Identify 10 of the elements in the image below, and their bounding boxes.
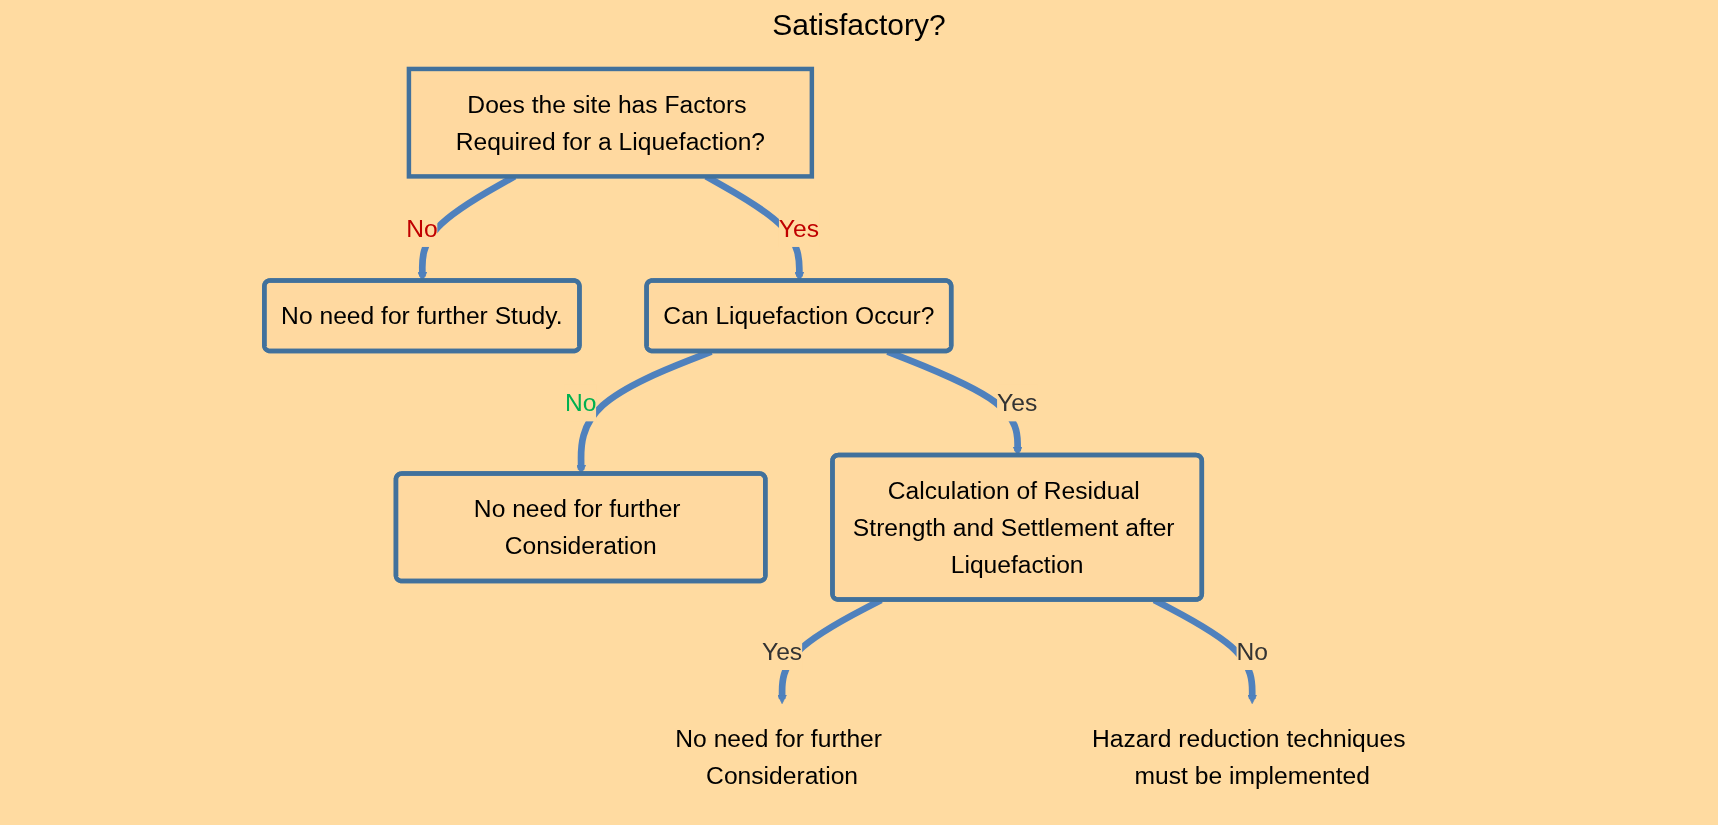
node-text: No need for further Consideration xyxy=(675,724,883,790)
edge-label: Yes xyxy=(762,637,803,666)
edge-label: Yes xyxy=(778,214,819,243)
question-label: Satisfactory? xyxy=(772,8,946,41)
node-text: Hazard reduction techniques must be implemented xyxy=(1092,724,1406,790)
node-box: Does the site has Factors Required for a Liquefaction? xyxy=(406,66,815,179)
edge-label: No xyxy=(564,389,597,418)
edge-label: Yes xyxy=(997,389,1038,418)
edge-label: No xyxy=(406,214,438,243)
edge-label: No xyxy=(1236,637,1268,666)
